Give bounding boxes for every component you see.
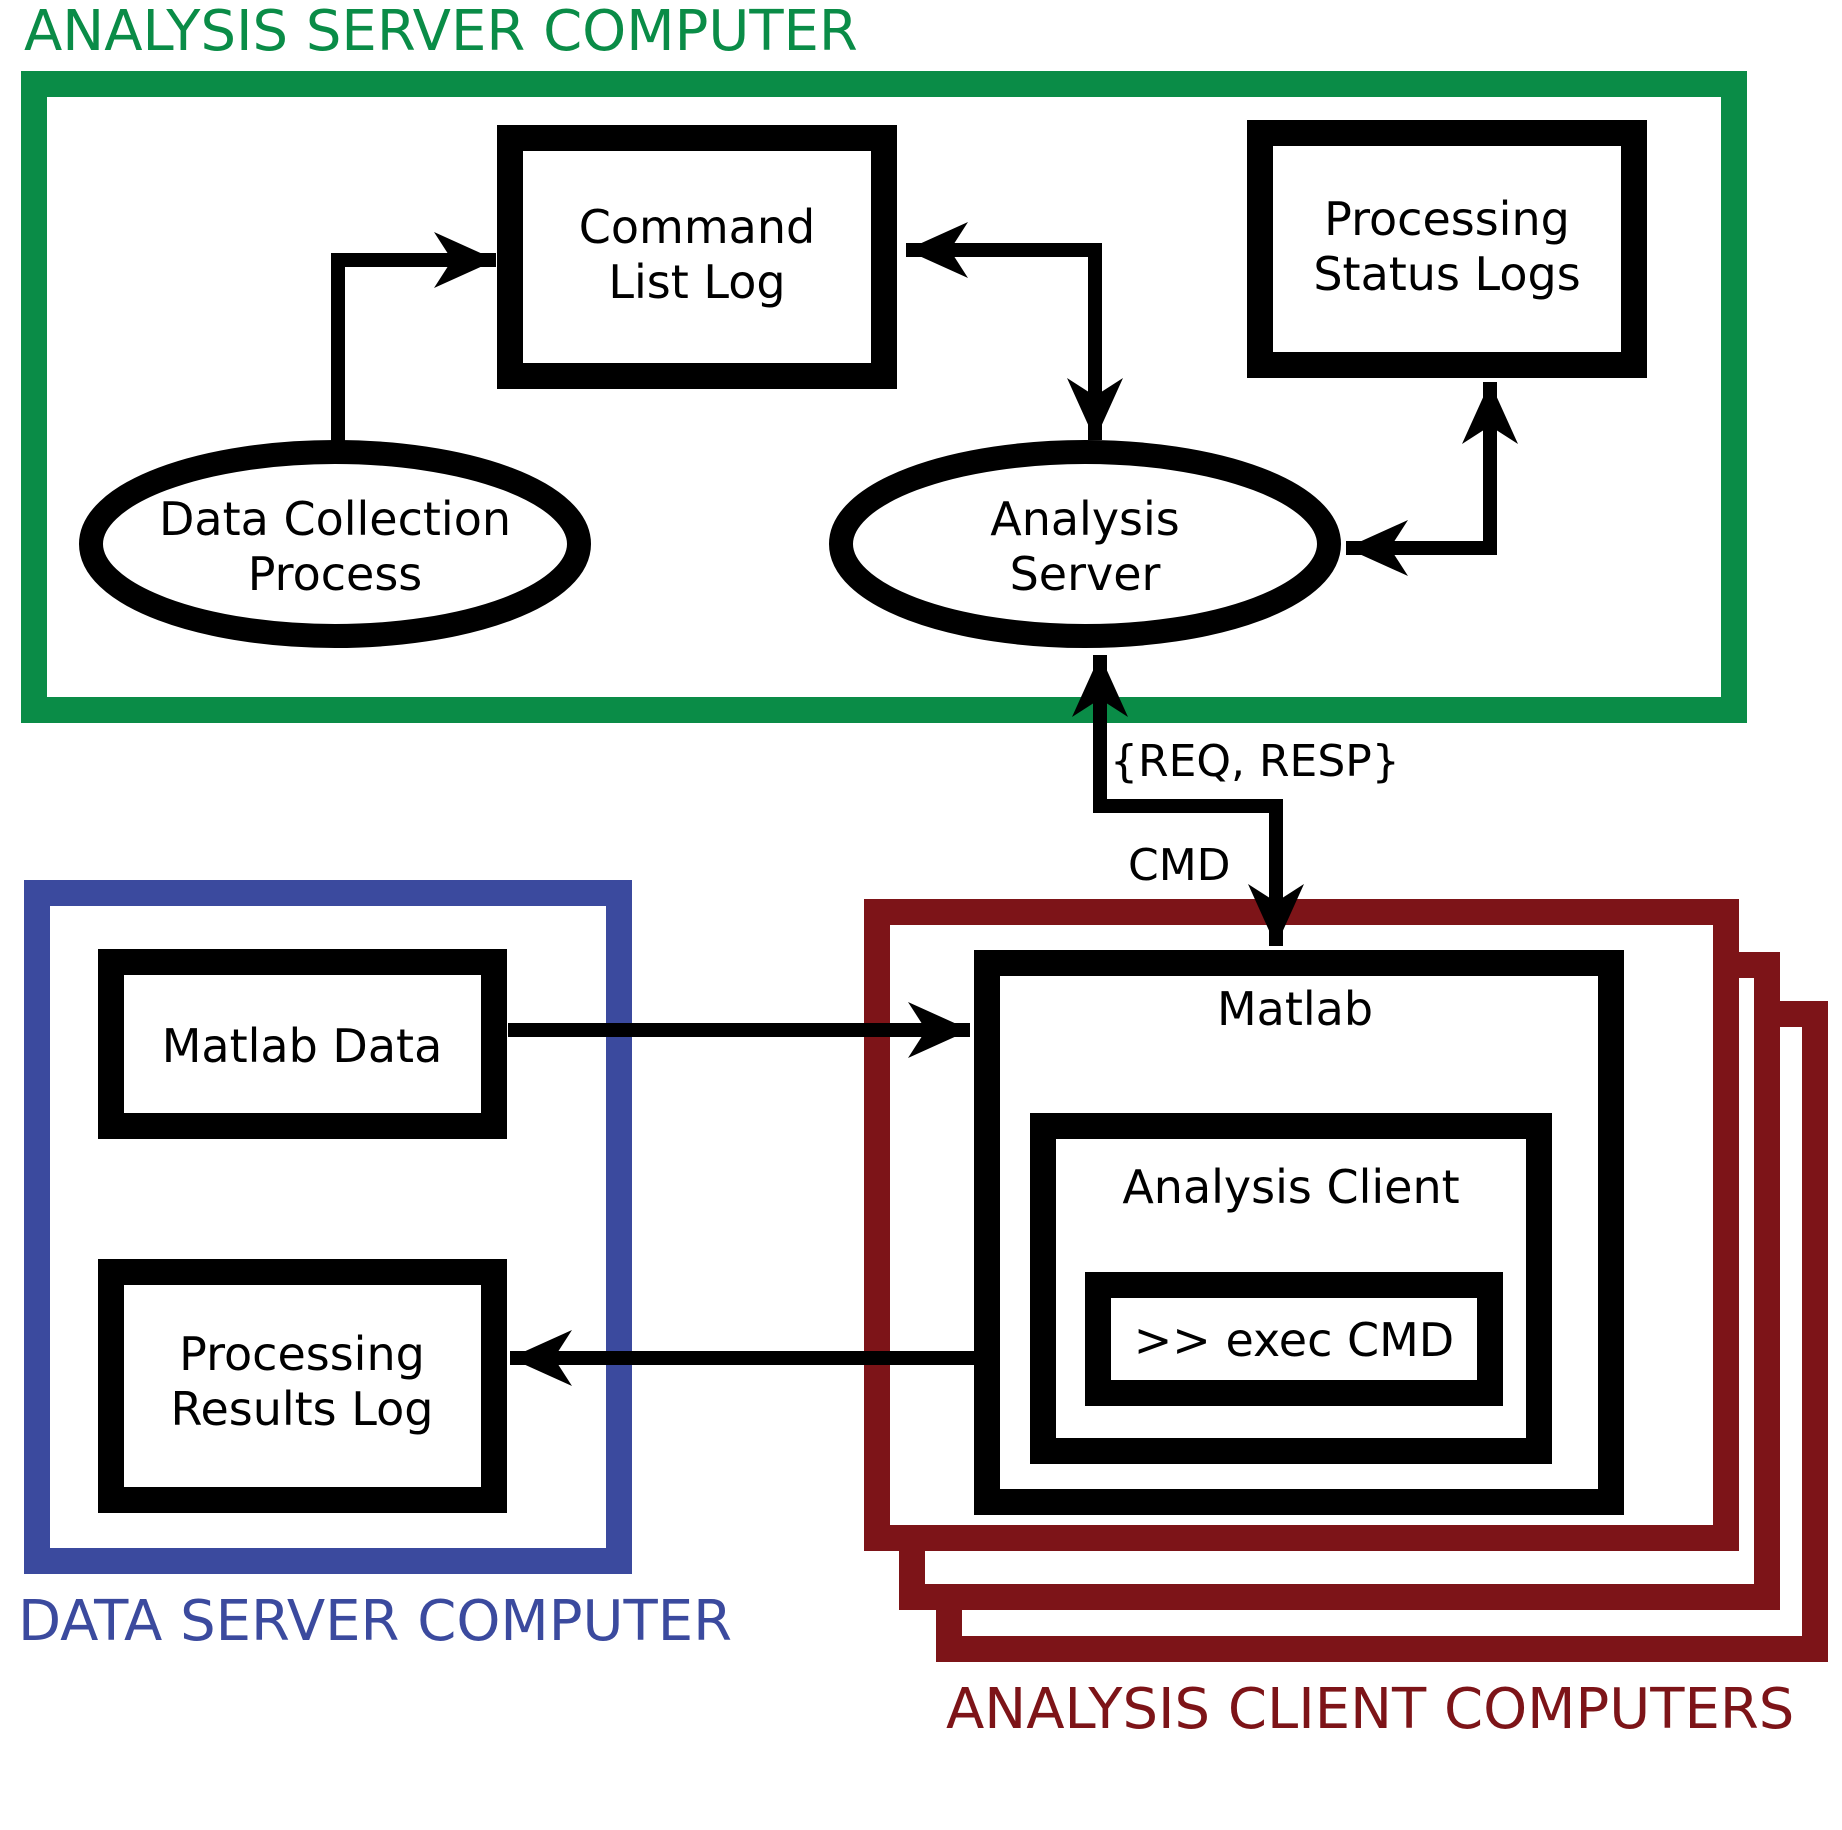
processing-status-logs-label-line2: Status Logs <box>1313 247 1580 301</box>
data-server-computer-frame <box>24 880 632 1574</box>
processing-results-log-label-line2: Results Log <box>171 1382 434 1436</box>
analysis-server-computer-group: ANALYSIS SERVER COMPUTER <box>21 0 1747 723</box>
data-collection-process-label-line1: Data Collection <box>159 492 511 546</box>
analysis-server-to-matlab-cmd-arrow <box>1072 655 1304 946</box>
matlab-data-box: Matlab Data <box>98 949 507 1139</box>
data-server-computer-title: DATA SERVER COMPUTER <box>18 1589 732 1654</box>
processing-status-logs-label-line1: Processing <box>1324 192 1570 246</box>
analysis-server-label-line1: Analysis <box>990 492 1180 546</box>
cmd-edge-label: CMD <box>1128 840 1231 891</box>
command-list-log-label-line1: Command <box>579 200 815 254</box>
analysis-server-status-logs-arrow <box>1346 382 1518 576</box>
exec-cmd-box: >> exec CMD <box>1085 1272 1503 1406</box>
analysis-server-computer-frame <box>21 71 1747 723</box>
analysis-server-label-line2: Server <box>1010 547 1161 601</box>
processing-results-log-box: Processing Results Log <box>98 1259 507 1513</box>
exec-cmd-label: >> exec CMD <box>1134 1313 1454 1367</box>
analysis-client-label: Analysis Client <box>1122 1160 1459 1214</box>
matlab-data-label: Matlab Data <box>162 1019 443 1073</box>
processing-results-log-label-line1: Processing <box>179 1327 425 1381</box>
data-collection-process-node: Data Collection Process <box>79 440 591 648</box>
req-resp-edge-label: {REQ, RESP} <box>1110 736 1400 787</box>
command-list-log-label-line2: List Log <box>608 255 785 309</box>
command-log-analysis-server-arrow <box>906 222 1123 440</box>
matlab-label: Matlab <box>1217 982 1373 1036</box>
data-collection-to-command-log-arrow <box>331 232 496 446</box>
data-server-computer-group: DATA SERVER COMPUTER <box>18 880 732 1654</box>
analysis-client-computers-title: ANALYSIS CLIENT COMPUTERS <box>946 1677 1794 1742</box>
analysis-server-computer-title: ANALYSIS SERVER COMPUTER <box>24 0 858 64</box>
data-collection-process-label-line2: Process <box>248 547 423 601</box>
processing-status-logs-box: Processing Status Logs <box>1247 120 1647 378</box>
analysis-server-node: Analysis Server <box>829 440 1341 648</box>
command-list-log-box: Command List Log <box>497 125 897 389</box>
